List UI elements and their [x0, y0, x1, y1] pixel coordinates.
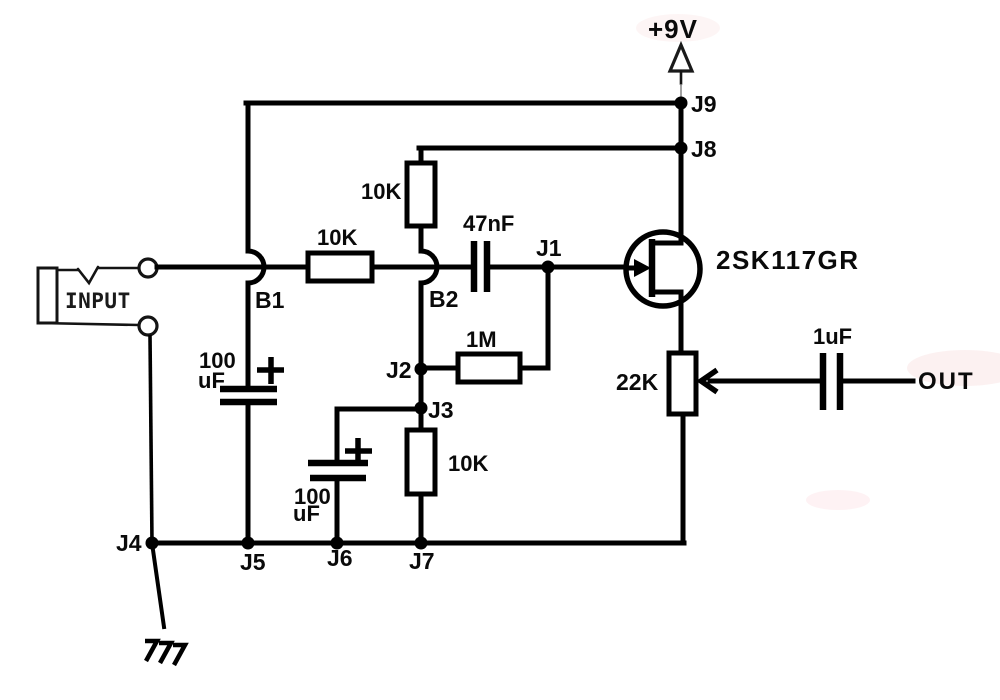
power-label: +9V	[648, 14, 698, 44]
capacitor-1uf-output	[819, 353, 844, 410]
jack-sleeve-terminal	[137, 315, 159, 337]
bridge-label-b1: B1	[255, 287, 285, 313]
junction-label-j8: J8	[691, 136, 717, 162]
ground-icon	[158, 640, 175, 665]
junction-label-j9: J9	[691, 91, 717, 117]
capacitor-label-100-supply: 100	[199, 348, 236, 373]
jack-tip-contact	[76, 265, 100, 286]
resistor-10k-series	[305, 250, 375, 284]
input-jack	[36, 257, 159, 544]
jack-body	[36, 266, 59, 325]
scan-smudge	[806, 490, 870, 510]
ground-icon	[172, 642, 189, 667]
ground-icon	[144, 638, 161, 663]
junction-label-j2: J2	[386, 357, 412, 383]
bridge-label-b2: B2	[429, 286, 458, 312]
supply-arrow-icon	[667, 40, 695, 73]
potentiometer-22k	[666, 350, 699, 417]
junction-dot-j4	[145, 536, 159, 550]
input-label: INPUT	[65, 289, 131, 313]
source-lead	[649, 289, 684, 356]
capacitor-label-uf-bypass: uF	[293, 501, 320, 526]
capacitor-label-1uf: 1uF	[813, 324, 852, 349]
junction-dot-j1	[541, 260, 555, 274]
capacitor-100uf-bypass	[308, 438, 372, 482]
resistor-1m-gate	[455, 351, 523, 385]
junction-label-j4: J4	[116, 530, 142, 556]
junction-dot-j5	[241, 536, 255, 550]
resistor-label-10k-bias: 10K	[361, 179, 401, 204]
capacitor-label-100-bypass: 100	[294, 484, 331, 509]
drain-lead	[649, 147, 684, 246]
resistor-label-10k-source: 10K	[448, 451, 488, 476]
output-pot-branch	[666, 350, 826, 546]
earth-ground	[144, 540, 189, 667]
b1-branch	[220, 100, 284, 546]
junction-label-j3: J3	[428, 397, 454, 423]
bypass-branch	[308, 406, 424, 546]
jack-tip-terminal	[137, 257, 159, 279]
junction-dot-j2	[414, 362, 428, 376]
power-supply-arrow	[667, 40, 695, 103]
scan-smudge	[907, 350, 1000, 386]
transistor-label: 2SK117GR	[716, 245, 860, 275]
junction-dot-j6	[330, 536, 344, 550]
wiper-arrow-icon	[696, 367, 719, 395]
resistor-label-10k-series: 10K	[317, 225, 357, 250]
junction-label-j1: J1	[536, 235, 562, 261]
resistor-label-1m: 1M	[466, 327, 497, 352]
junction-dot-j8	[674, 141, 688, 155]
junction-dot-j7	[414, 536, 428, 550]
resistor-10k-bias-upper	[404, 160, 438, 229]
pot-label-22k: 22K	[616, 369, 659, 395]
scan-smudge	[636, 14, 720, 42]
gate-arrow-icon	[634, 259, 651, 277]
jfet-transistor	[623, 147, 703, 356]
capacitor-label-47nf: 47nF	[463, 211, 514, 236]
junction-label-j6: J6	[327, 545, 353, 571]
resistor-10k-source	[404, 427, 438, 497]
junction-label-j7: J7	[409, 548, 435, 574]
b2-bridge-hop	[418, 248, 440, 286]
junction-dot-j9	[674, 96, 688, 110]
junction-dot-j3	[414, 401, 428, 415]
b2-branch	[404, 145, 440, 546]
capacitor-label-uf-supply: uF	[198, 368, 225, 393]
output-label: OUT	[918, 368, 975, 395]
junction-label-j5: J5	[240, 549, 266, 575]
junction-dots	[145, 96, 688, 550]
